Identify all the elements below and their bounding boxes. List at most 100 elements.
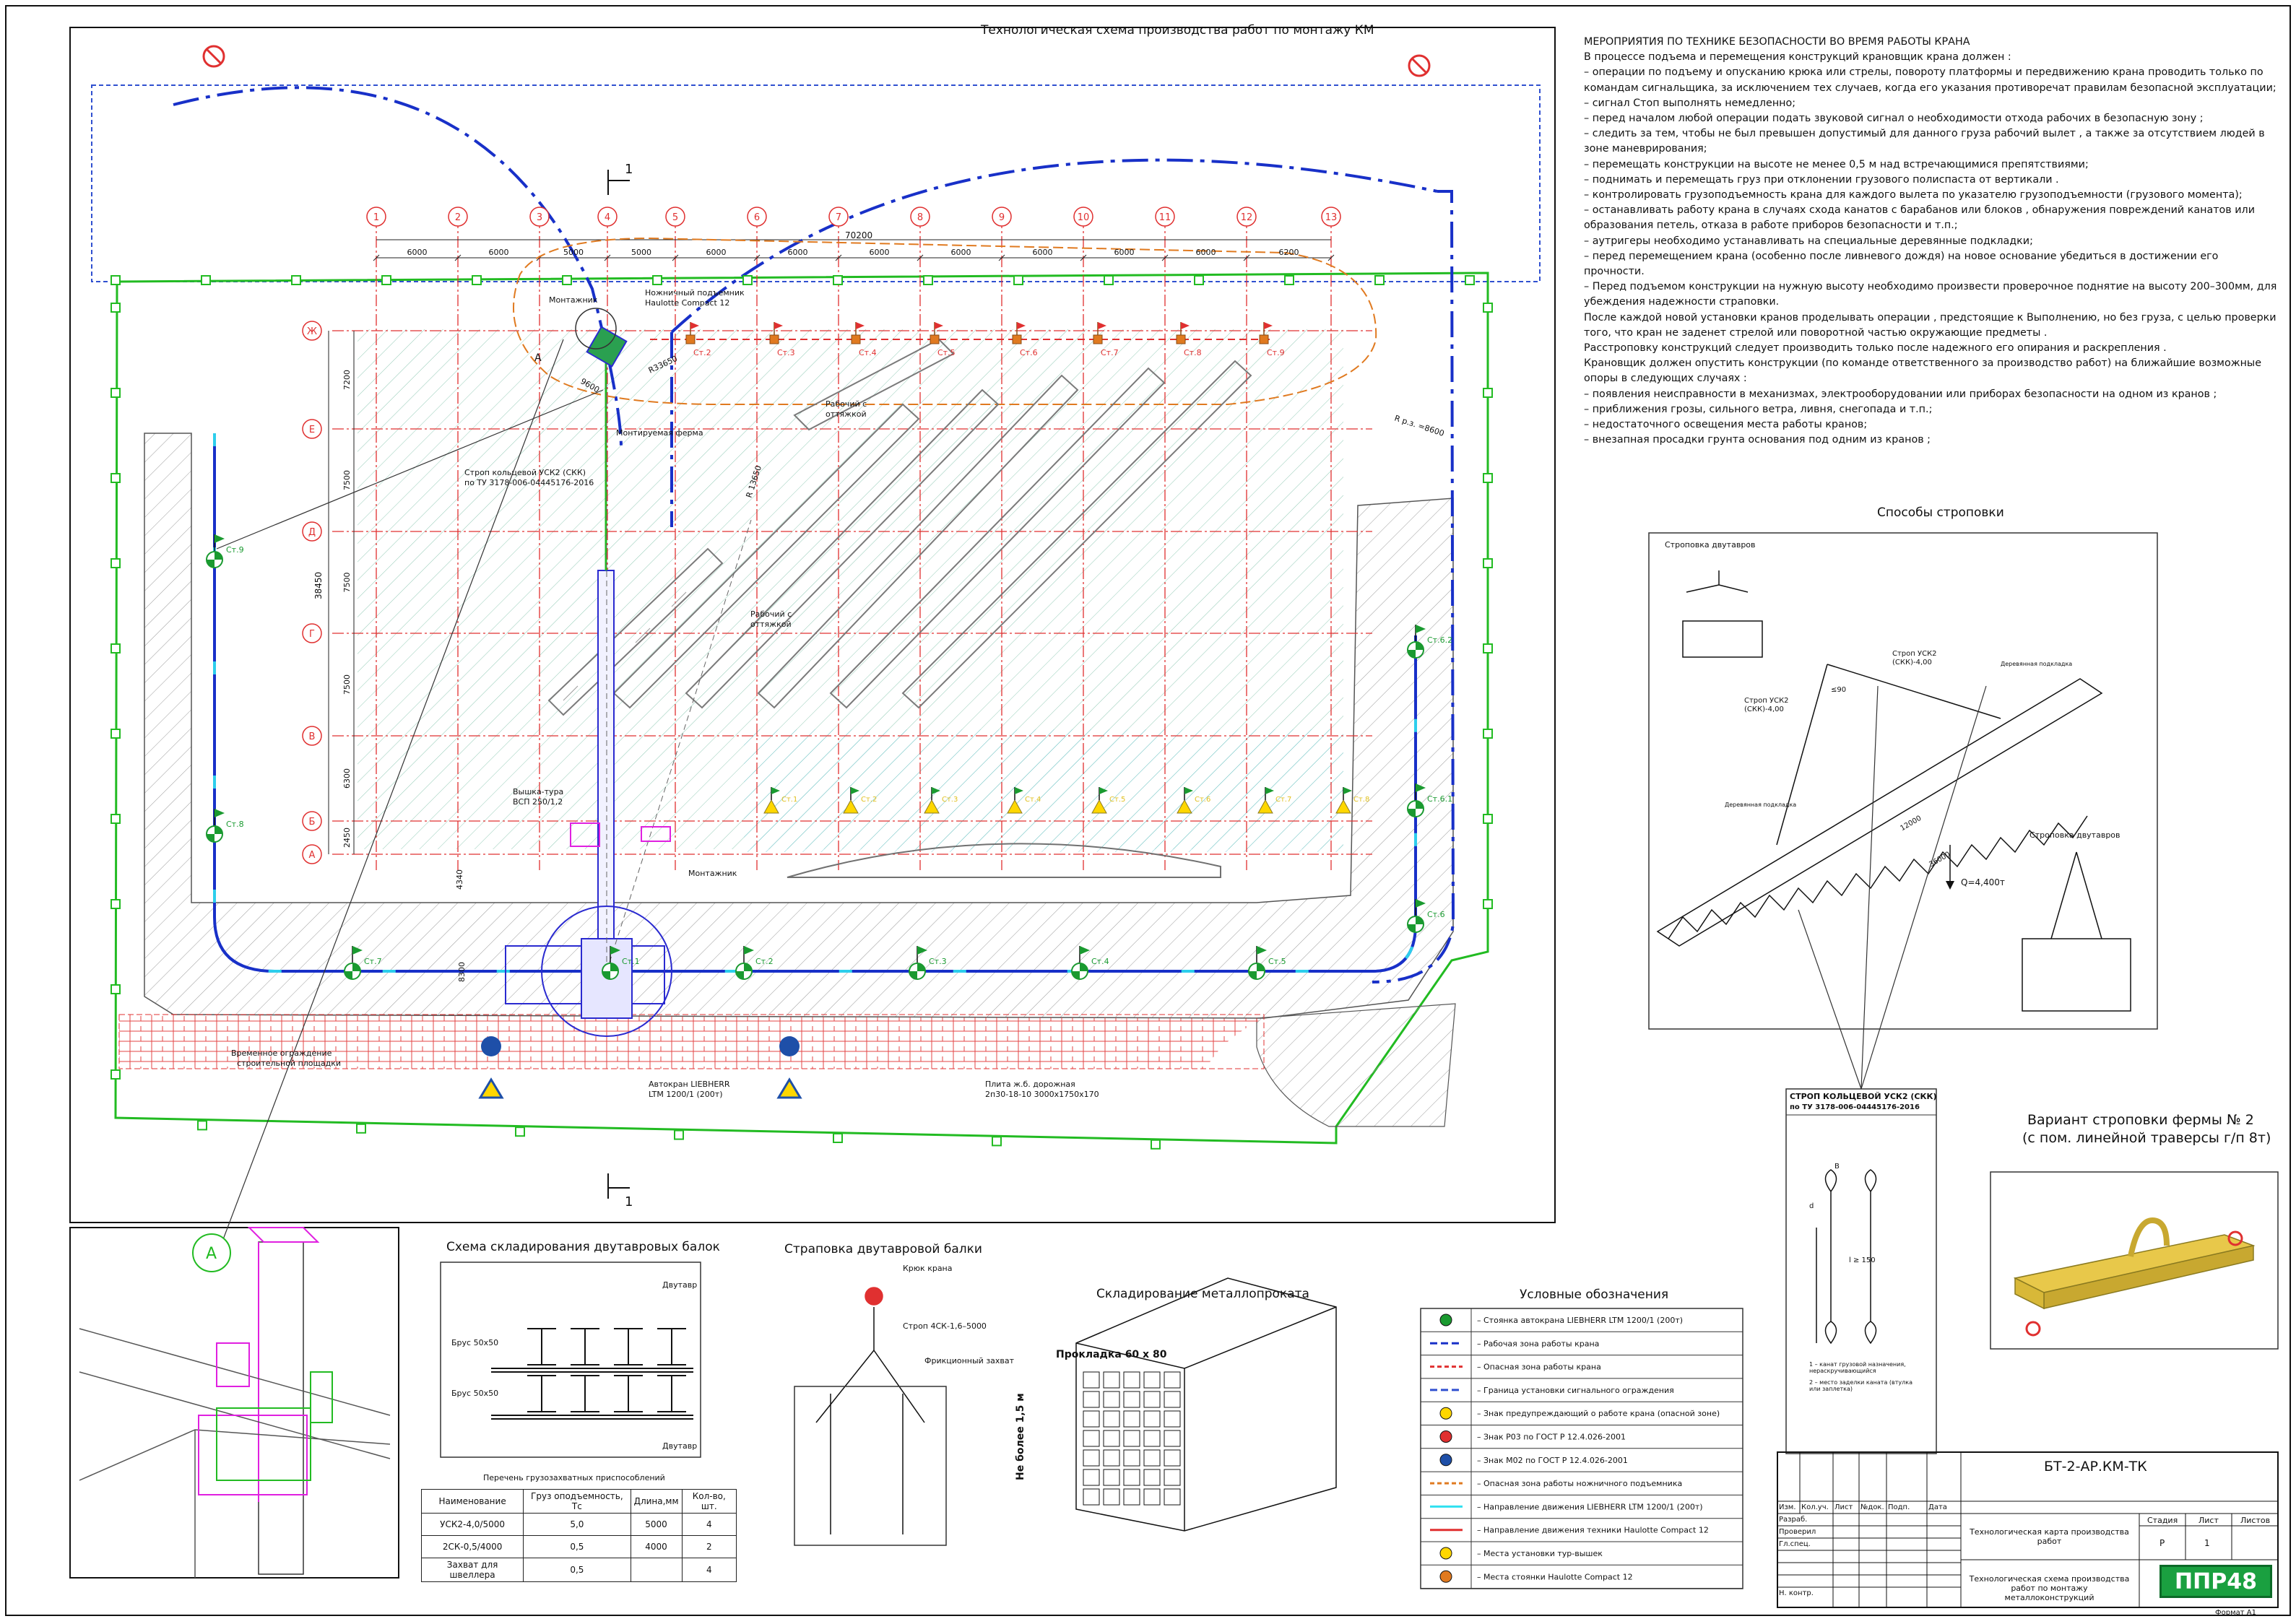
axis-number: 7	[836, 212, 841, 223]
metal-storage-pad: Прокладка 60 х 80	[1056, 1349, 1167, 1360]
road-plates	[119, 1015, 1264, 1069]
axis-bubble-1: 1	[366, 207, 386, 227]
devices-cell: 4	[681, 1513, 737, 1536]
beam-hook: Крюк крана	[903, 1264, 953, 1273]
title-block	[1777, 1451, 2279, 1608]
label-lift-model: Haulotte Compact 12	[645, 298, 729, 308]
stamp-sheet-h: Лист	[2198, 1516, 2219, 1525]
trusses	[547, 338, 1252, 716]
safety-note-line: – операции по подъему и опусканию крюка …	[1584, 66, 2276, 94]
dim-left-value: 2450	[342, 828, 352, 848]
lift-stop-flag: Ст.8	[1176, 322, 1202, 357]
legend-item-text: – Направление движения LIEBHERR LTM 1200…	[1477, 1502, 1703, 1511]
station-label: Ст.6.2	[1427, 635, 1452, 645]
axis-bubble-Ж: Ж	[302, 321, 322, 341]
devices-cell: 0,5	[523, 1535, 631, 1558]
legend-item-text: – Места установки тур-вышек	[1477, 1549, 1603, 1558]
label-sling-tu: по ТУ 3178-006-04445176-2016	[464, 478, 594, 487]
tower-stop-marker: Ст.8	[1335, 787, 1369, 814]
crane-warning-sign-2	[776, 1077, 802, 1099]
crane-station-flag: Ст.6	[1407, 899, 1445, 933]
label-plate-spec: 2п30-18-10 3000х1750х170	[985, 1090, 1099, 1099]
metal-storage-title: Складирование металлопроката	[1096, 1287, 1309, 1301]
storage-beams-drawing	[491, 1328, 693, 1420]
stamp-role: Разраб.	[1779, 1516, 1808, 1524]
lift-stop-flag: Ст.2	[685, 322, 711, 357]
callout-line-a	[216, 339, 564, 1257]
station-label: Ст.7	[364, 957, 382, 966]
legend-item-text: – Стоянка автокрана LIEBHERR LTM 1200/1 …	[1477, 1316, 1683, 1325]
stamp-role: Н. контр.	[1779, 1589, 1814, 1597]
safety-notes-title: МЕРОПРИЯТИЯ ПО ТЕХНИКЕ БЕЗОПАСНОСТИ ВО В…	[1584, 36, 1970, 48]
label-montazhnik-top: Монтажник	[549, 295, 598, 305]
crane-outrigger-circle	[541, 906, 672, 1037]
metal-storage-height: Не более 1,5 м	[1015, 1393, 1026, 1480]
lift-stop-label: Ст.3	[777, 348, 795, 357]
no-entry-sign-top-left	[202, 45, 225, 68]
stamp-col-header: №док.	[1860, 1503, 1884, 1511]
storage-beams-frame	[440, 1262, 701, 1458]
devices-cell	[630, 1558, 683, 1582]
axis-bubble-9: 9	[992, 207, 1012, 227]
sling-card-d: d	[1809, 1202, 1814, 1210]
dim-left-value: 7500	[342, 674, 352, 695]
label-tower-model: ВСП 250/1,2	[513, 797, 563, 807]
stamp-sheet-title: Технологическая схема производства работ…	[1969, 1574, 2130, 1602]
tower-stop-marker: Ст.3	[924, 787, 958, 814]
beam-sling: Строп 4СК-1,6–5000	[903, 1321, 987, 1331]
axis-number: 5	[672, 212, 678, 223]
station-label: Ст.6.1	[1427, 794, 1452, 804]
dim-top-value: 6000	[1114, 248, 1135, 257]
tower-stop-marker: Ст.2	[843, 787, 877, 814]
axis-bubble-Б: Б	[302, 811, 322, 831]
sling-card-subtitle: по ТУ 3178-006-04445176-2016	[1790, 1103, 1920, 1111]
axis-number: 11	[1159, 212, 1171, 223]
traverse-drawing	[2013, 1217, 2256, 1337]
label-fence2: строительной площадки	[237, 1059, 341, 1068]
label-tower: Вышка-тура	[513, 787, 563, 796]
sling-label1: Строп УСК2	[1892, 650, 1937, 658]
storage-brus2: Брус 50х50	[451, 1389, 499, 1398]
lift-stop-label: Ст.6	[1020, 348, 1038, 357]
axis-bubble-А: А	[302, 844, 322, 864]
safety-note-line: Крановщик должен опустить конструкции (п…	[1584, 357, 2262, 385]
devices-cell: УСК2-4,0/5000	[420, 1513, 524, 1536]
helmet-sign-1	[481, 1036, 501, 1056]
legend-title: Условные обозначения	[1520, 1288, 1669, 1302]
sling-pad2: Деревянная подкладка	[1725, 802, 1797, 808]
crane-station-flag: Ст.2	[735, 946, 774, 980]
stamp-col-header: Изм.	[1779, 1503, 1796, 1511]
legend-item-text: – Знак М02 по ГОСТ Р 12.4.026-2001	[1477, 1456, 1628, 1465]
sling-card-frame	[1785, 1088, 1937, 1454]
dim-left-total: 38450	[313, 572, 324, 599]
station-label: Ст.9	[226, 545, 244, 555]
axis-bubble-5: 5	[665, 207, 685, 227]
tower-stop-label: Ст.6	[1195, 796, 1210, 804]
lift-stop-flag: Ст.5	[930, 322, 956, 357]
legend-row: – Направление движения LIEBHERR LTM 1200…	[1421, 1502, 1743, 1519]
metal-storage-drawing	[1075, 1277, 1337, 1532]
storage-beam1: Двутавр	[662, 1280, 698, 1290]
legend-item-text: – Опасная зона работы крана	[1477, 1363, 1601, 1372]
safety-note-line: – сигнал Стоп выполнять немедленно;	[1584, 97, 1796, 109]
sling-label2: Строп УСК2	[1744, 697, 1789, 705]
lift-stop-label: Ст.7	[1101, 348, 1119, 357]
dim-top-value: 6000	[870, 248, 890, 257]
safety-note-line: – контролировать грузоподъемность крана …	[1584, 189, 2243, 201]
axis-bubble-6: 6	[747, 207, 767, 227]
label-lift: Ножничный подъемник	[645, 288, 745, 298]
axis-letter: Д	[308, 527, 316, 538]
section-mark-top	[607, 170, 630, 195]
lift-stop-flag: Ст.3	[769, 322, 795, 357]
slinging-beam-label2: Строповка двутавров	[2029, 830, 2120, 840]
section-number-top: 1	[625, 162, 633, 177]
tower-stop-label: Ст.2	[861, 796, 877, 804]
dim-top-value: 5000	[631, 248, 651, 257]
variant-title: Вариант строповки фермы № 2	[2027, 1112, 2254, 1128]
lift-stop-label: Ст.4	[859, 348, 877, 357]
lift-stop-label: Ст.5	[937, 348, 956, 357]
dim-top-value: 6000	[1033, 248, 1053, 257]
sling-card-note1: 1 – канат грузовой назначения, нераскруч…	[1809, 1361, 1906, 1374]
safety-note-line: – перед перемещением крана (особенно пос…	[1584, 250, 2219, 278]
